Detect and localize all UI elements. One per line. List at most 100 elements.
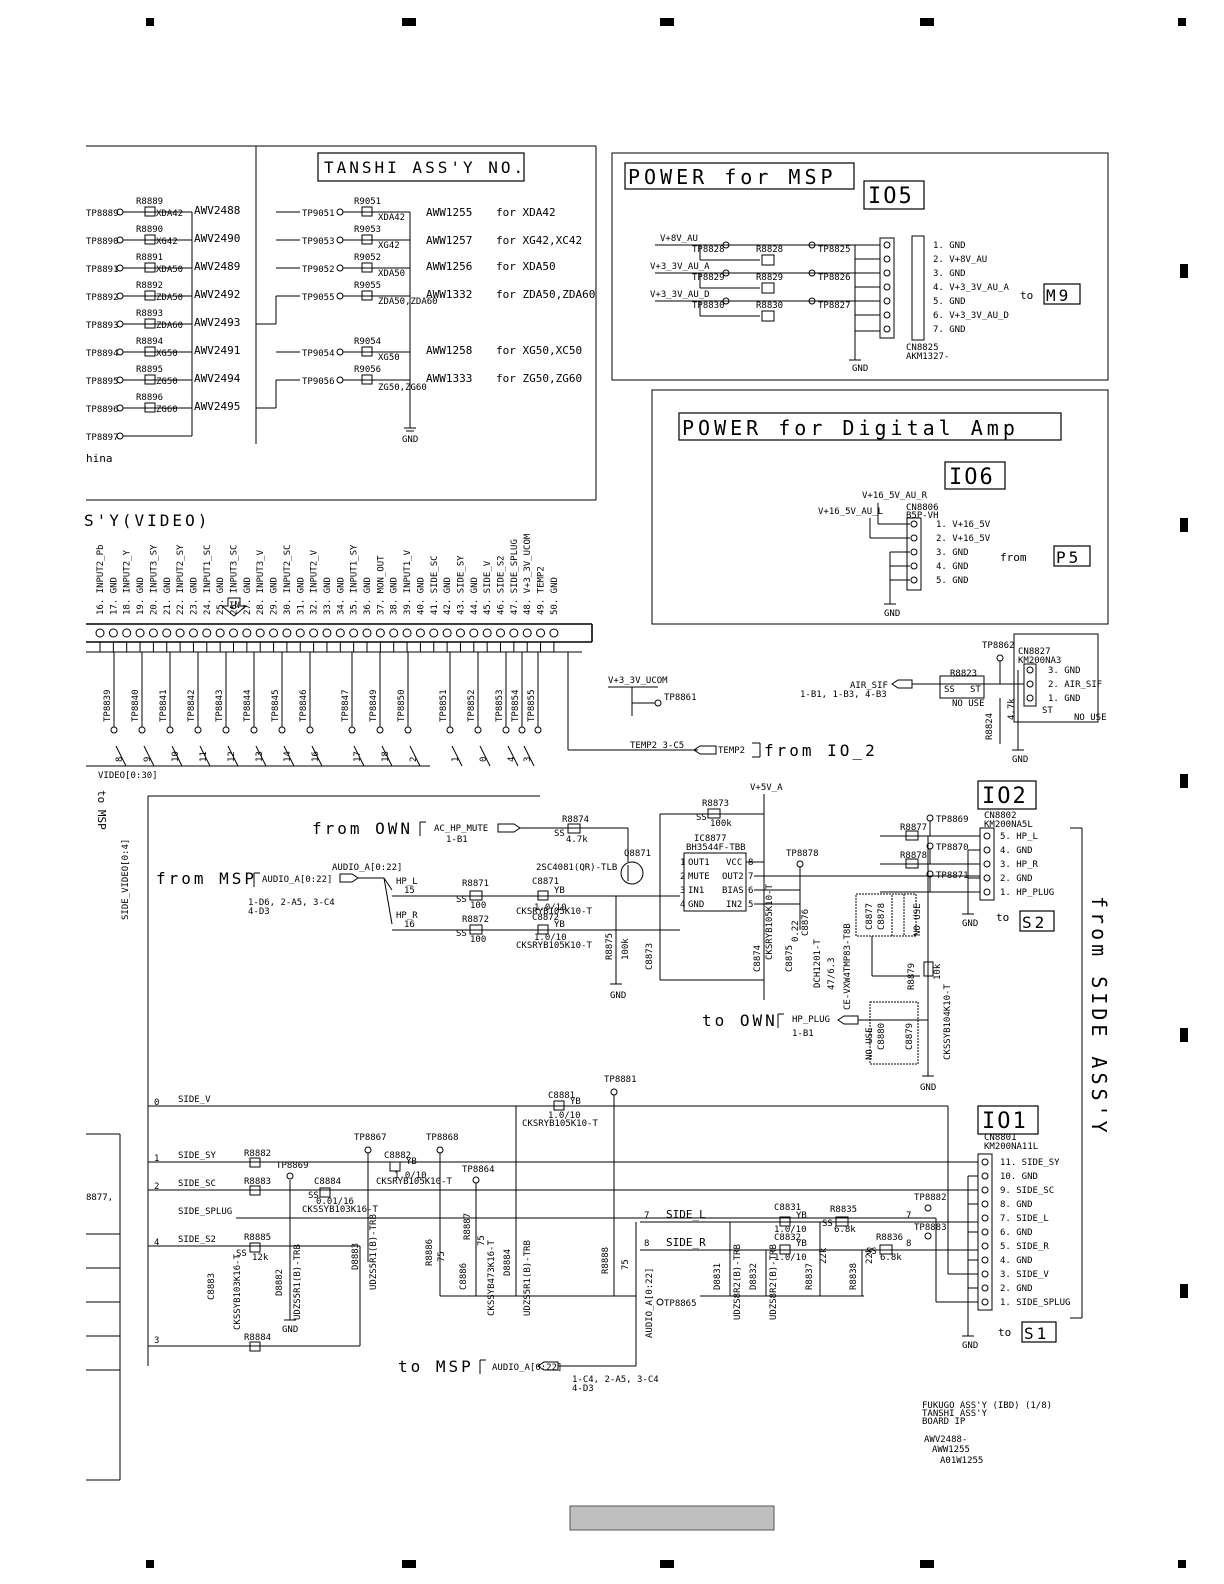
video-bus-entry <box>171 745 183 767</box>
r8835: R8835 <box>830 1205 857 1215</box>
c8882: C8882 <box>384 1151 411 1161</box>
tp-label: TP9052 <box>302 265 335 275</box>
for-label: for XG42,XC42 <box>496 234 582 247</box>
io2-gnd-2: GND <box>610 991 626 1001</box>
c8832-val: 1.0/10 <box>774 1253 807 1263</box>
d8884: D8884 <box>503 1249 513 1276</box>
io1-pin-label: 10. GND <box>1000 1172 1038 1182</box>
r8888-val: 75 <box>621 1259 631 1270</box>
c8886: C8886 <box>459 1263 469 1290</box>
tp8864: TP8864 <box>462 1165 495 1175</box>
power-amp-title: POWER for Digital Amp <box>682 416 1019 440</box>
net-v33a: V+3_3V_AU_A <box>650 262 710 272</box>
cap-part-1: CE-VXW4TMP83-T8B <box>843 923 853 1010</box>
video-tp-circle <box>110 726 118 734</box>
io2-gnd: GND <box>962 919 978 929</box>
in-arrow <box>220 597 248 617</box>
video-pin-circle <box>389 628 399 638</box>
tag-label: XDA50 <box>156 265 183 275</box>
res-label: R8891 <box>136 253 163 263</box>
io2-cn: CN8802 <box>984 811 1017 821</box>
video-pin-circle <box>509 628 519 638</box>
audio-refs-bottom: 1-C4, 2-A5, 3-C4 <box>572 1375 659 1385</box>
video-pin-circle <box>242 628 252 638</box>
tp-label: TP9053 <box>302 237 335 247</box>
footer-aww: AWW1255 <box>932 1445 970 1455</box>
c8831-val: 1.0/10 <box>774 1225 807 1235</box>
c8881-val: 1.0/10 <box>548 1111 581 1121</box>
awv-label: AWV2495 <box>194 400 240 413</box>
hp-l-num: 15 <box>404 886 415 896</box>
tp8865: TP8865 <box>664 1299 697 1309</box>
res-label: R8894 <box>136 337 163 347</box>
tanshi-left-row-1: TP8889 R8889 XDA42 AWV2488 <box>86 197 240 219</box>
temp-from: from IO_2 <box>764 741 878 760</box>
r8886-val: 75 <box>437 1251 447 1262</box>
c8831: C8831 <box>774 1203 801 1213</box>
video-tp-label: TP8850 <box>397 689 407 722</box>
res-label: R9055 <box>354 281 381 291</box>
c8884-ss: SS <box>308 1191 319 1201</box>
tag-label: XG50 <box>378 353 400 363</box>
video-pin-circle <box>188 628 198 638</box>
video-pin-circle <box>536 628 546 638</box>
ic-pin-n3: 3 <box>680 886 685 896</box>
air-st: ST <box>970 685 981 695</box>
footer-line-2: TANSHI ASS'Y <box>922 1409 988 1419</box>
tp8869: TP8869 <box>936 815 969 825</box>
c8831-yb: YB <box>796 1211 807 1221</box>
video-pin-circle <box>496 628 505 638</box>
io2-pin-1: 1. HP_PLUG <box>1000 888 1054 898</box>
aww-label: AWW1332 <box>426 288 472 301</box>
c8871: C8871 <box>532 877 559 887</box>
cn8806-pin-4: 4. GND <box>936 562 969 572</box>
video-tp-label: TP8841 <box>159 689 169 722</box>
c8881-part: CKSRYB105K10-T <box>522 1119 598 1129</box>
io1-pin-label: 7. SIDE_L <box>1000 1214 1049 1224</box>
video-pin-label: 21. GND <box>163 577 173 615</box>
air-box-nouse: NO USE <box>1074 713 1107 723</box>
tag-label: XDA50 <box>378 269 405 279</box>
io1-to: to <box>998 1326 1011 1339</box>
tp-label: TP8896 <box>86 405 119 415</box>
video-pin-circle <box>309 628 319 638</box>
r8875-val: 100k <box>621 938 631 960</box>
air-res2-val: 4.7k <box>1007 698 1017 720</box>
io5-id: IO5 <box>868 184 914 209</box>
to-own: to OWN <box>702 1011 778 1030</box>
footer-line-3: BOARD IP <box>922 1417 966 1427</box>
video-pin-label: 46. SIDE_S2 <box>497 555 507 615</box>
video-bus-num: 10 <box>171 751 181 762</box>
video-tp-circle <box>474 726 482 734</box>
io2-cn-part: KM200NA5L <box>984 820 1033 830</box>
cap-val-1: 47/6.3 <box>827 957 837 990</box>
amp-gnd: GND <box>884 609 900 619</box>
res-label: R9054 <box>354 337 381 347</box>
r8878: R8878 <box>900 851 927 861</box>
video-tp-label: TP8855 <box>527 689 537 722</box>
net-num-7: 7 <box>644 1211 649 1221</box>
ss-r8871: SS <box>456 895 467 905</box>
video-pin-label: 31. GND <box>296 577 306 615</box>
net-num-8b: 8 <box>906 1239 911 1249</box>
io2-pin-3: 3. HP_R <box>1000 860 1039 870</box>
tanshi-left-row-8: TP8896 R8896 ZG60 AWV2495 <box>86 393 240 415</box>
ucom-temp-section: V+3_3V_UCOM TP8861 TEMP2 3-C5 TEMP2 from… <box>567 652 878 760</box>
r8874-val: 4.7k <box>566 835 588 845</box>
for-label: for XDA50 <box>496 260 556 273</box>
video-bus-entry <box>115 745 127 767</box>
video-pin-label: 49. TEMP2 <box>537 566 547 615</box>
msp-gnd: GND <box>852 364 868 374</box>
video-bus: VIDEO[0:30] <box>98 771 158 781</box>
side-video-bus: SIDE_VIDEO[0:4] <box>121 839 131 920</box>
video-tp-label: TP8842 <box>187 689 197 722</box>
video-pin-label: 38. GND <box>390 577 400 615</box>
video-bus-entry <box>479 745 491 767</box>
cn8806-part: B5P-VH <box>906 511 939 521</box>
c8882-yb: YB <box>406 1157 417 1167</box>
footer-block: FUKUGO ASS'Y (IBD) (1/8) TANSHI ASS'Y BO… <box>922 1401 1052 1466</box>
air-cn: CN8827 <box>1018 647 1051 657</box>
net-side-v: SIDE_V <box>178 1095 211 1105</box>
amp-net-r: V+16_5V_AU_R <box>862 491 928 501</box>
